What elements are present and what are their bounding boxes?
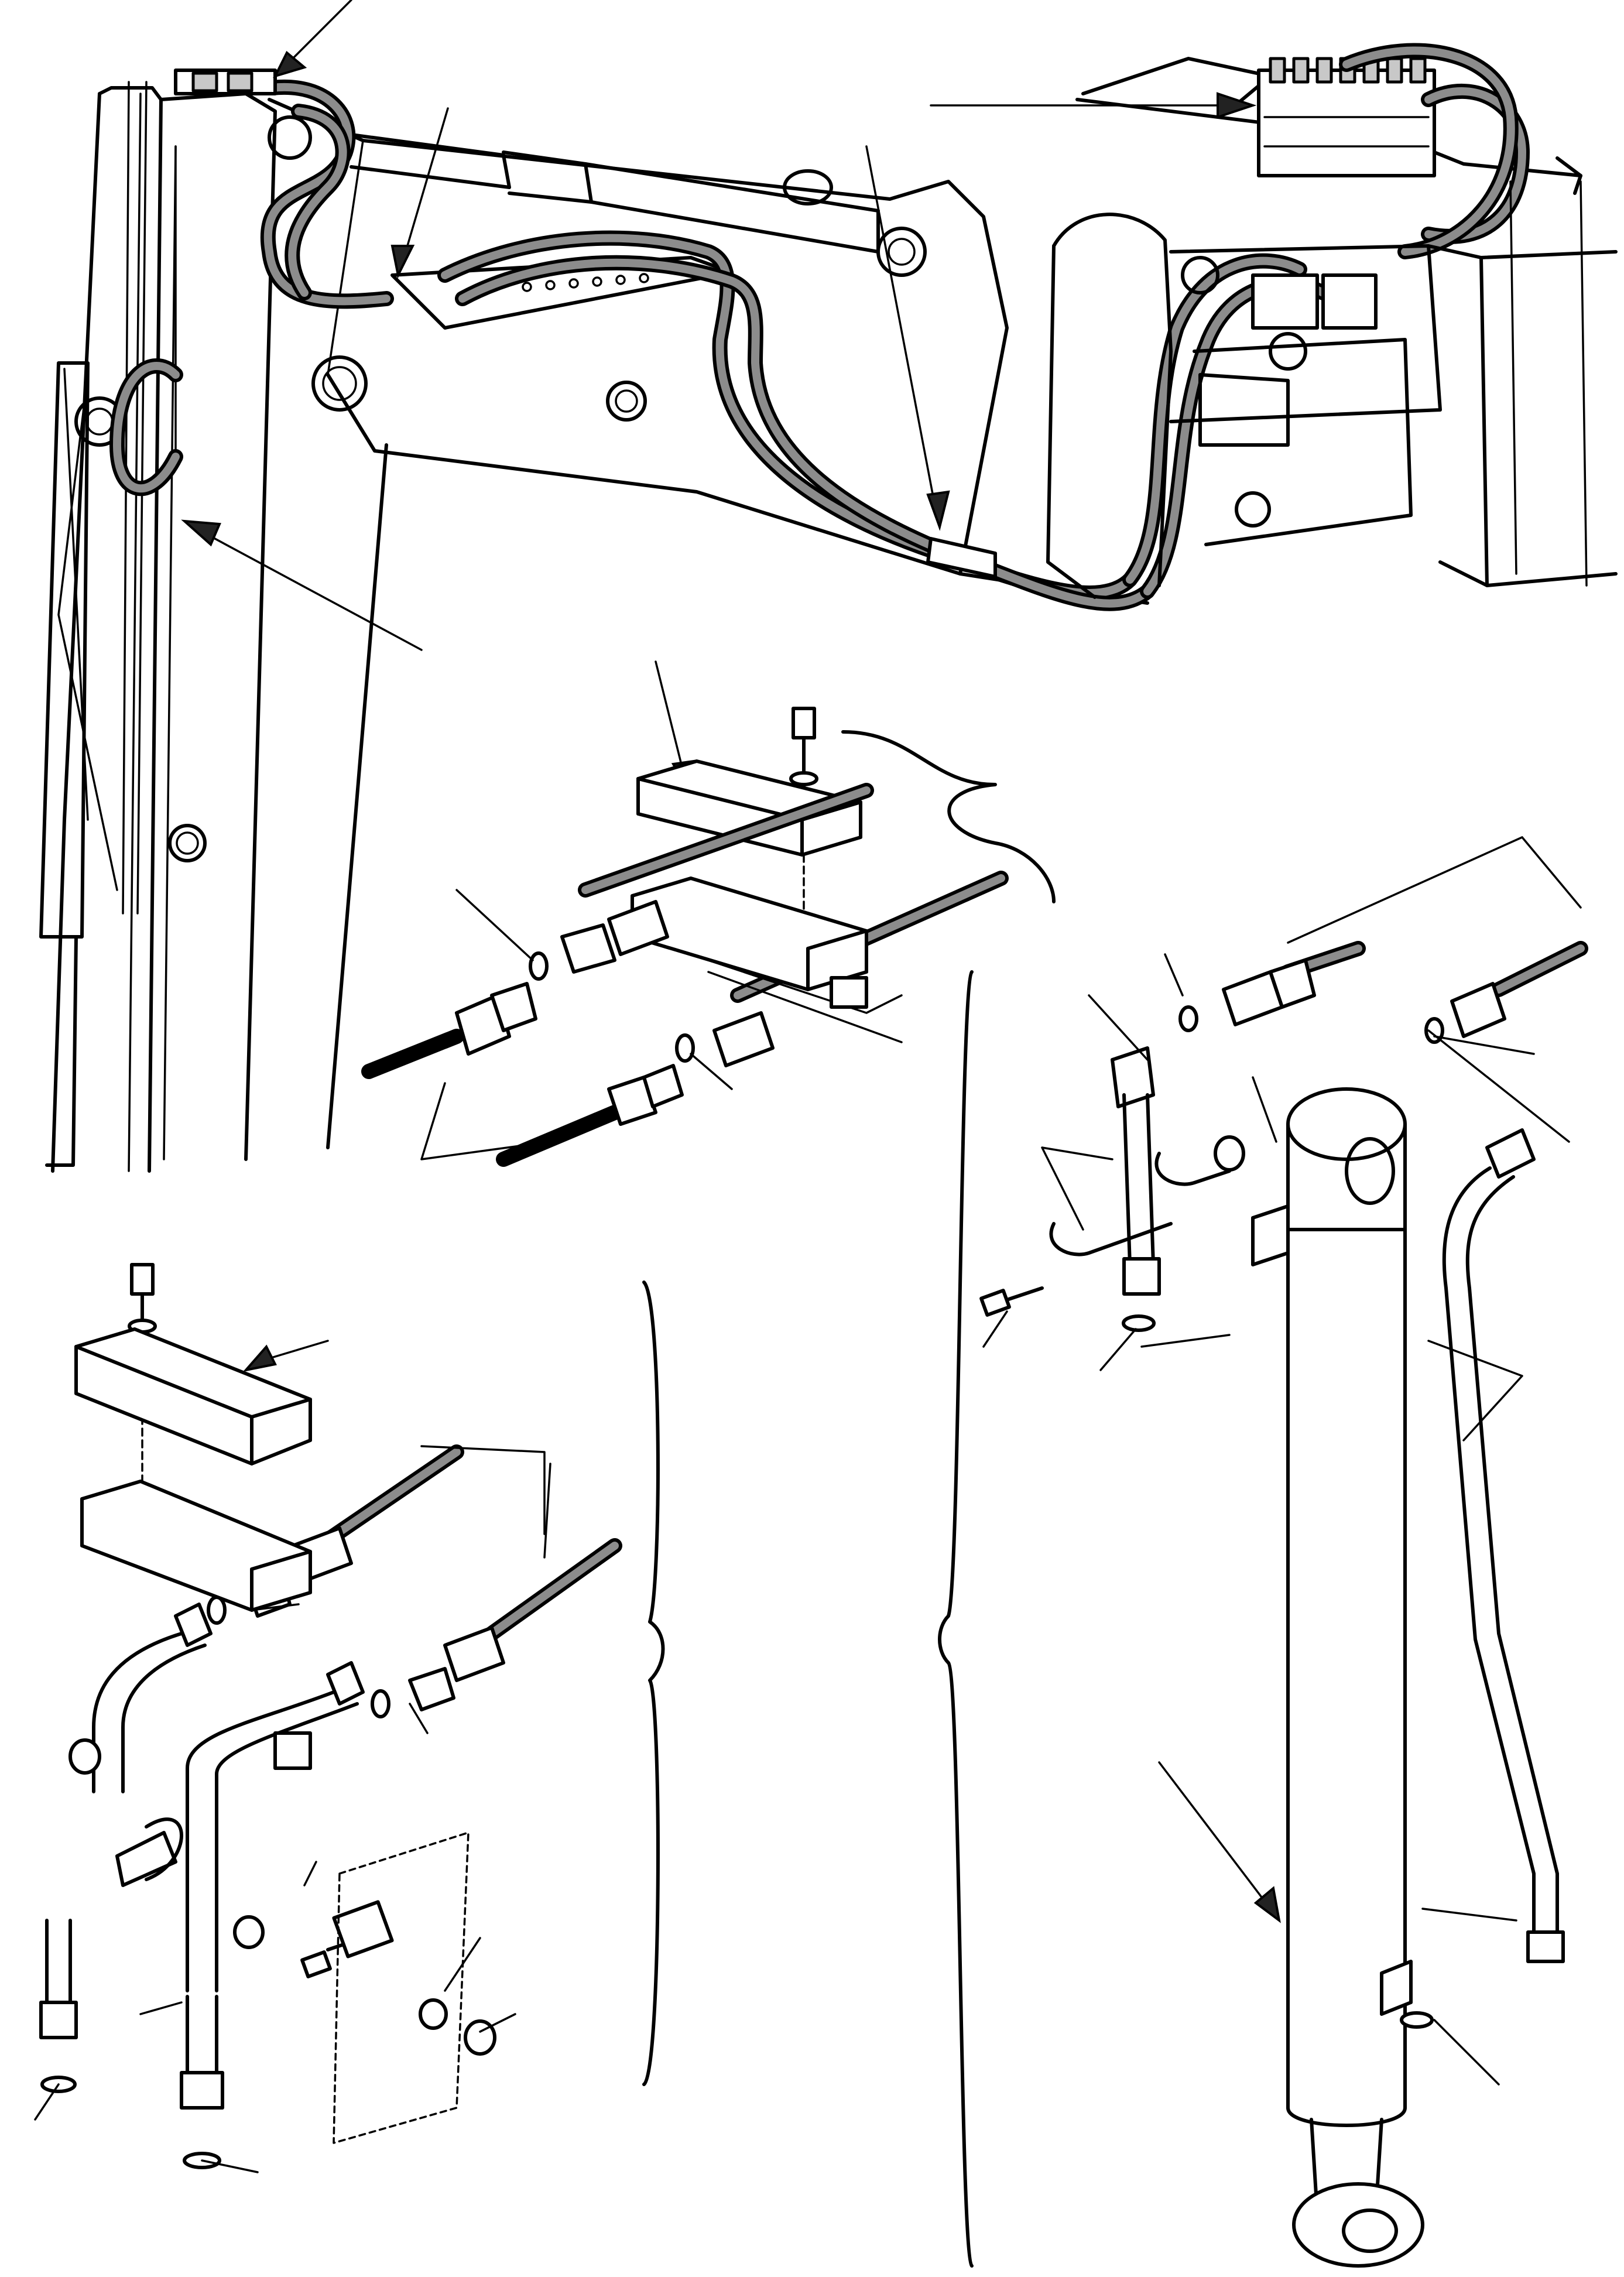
detail-cylinder-right bbox=[938, 836, 1588, 2268]
boom-arm-assembly bbox=[39, 43, 1618, 1173]
leader-arrows bbox=[181, 0, 1257, 651]
detail-clamp-block-lower-left bbox=[34, 1263, 665, 2173]
detail-clamp-block-center bbox=[361, 660, 1056, 1167]
